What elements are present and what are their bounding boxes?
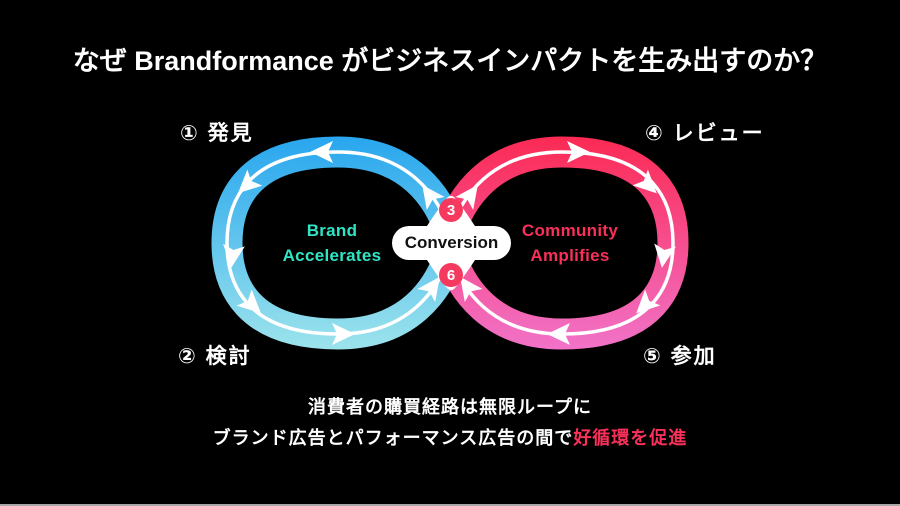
brand-loop-label: Brand Accelerates bbox=[242, 218, 422, 268]
conversion-badge-shape bbox=[392, 195, 511, 291]
footer-line1: 消費者の購買経路は無限ループに bbox=[308, 397, 592, 417]
brand-loop-label-line2: Accelerates bbox=[282, 246, 382, 265]
community-loop-label-line1: Community bbox=[521, 221, 619, 240]
footer-line2: ブランド広告とパフォーマンス広告の間で好循環を促進 bbox=[0, 423, 900, 454]
step-label-discovery: ① 発見 bbox=[180, 122, 254, 145]
step-label-participation: ⑤ 参加 bbox=[643, 345, 717, 368]
step-label-review: ④ レビュー bbox=[645, 122, 765, 145]
conversion-label: Conversion bbox=[404, 233, 499, 252]
brand-loop-label-line1: Brand bbox=[306, 221, 358, 240]
step-number-badge-3: 3 bbox=[439, 198, 463, 222]
footer-line2-highlight: 好循環を促進 bbox=[573, 428, 688, 448]
step-label-consideration: ② 検討 bbox=[178, 345, 252, 368]
bottom-edge-line bbox=[0, 504, 900, 506]
community-loop-label-line2: Amplifies bbox=[530, 246, 610, 265]
community-loop-flow-line bbox=[446, 150, 675, 336]
footer-text: 消費者の購買経路は無限ループに ブランド広告とパフォーマンス広告の間で好循環を促… bbox=[0, 392, 900, 454]
community-loop-label: Community Amplifies bbox=[480, 218, 660, 268]
step-number-badge-6: 6 bbox=[439, 263, 463, 287]
slide-title: なぜ Brandformance がビジネスインパクトを生み出すのか？ bbox=[72, 46, 828, 76]
brand-loop-flow-line bbox=[225, 150, 454, 336]
footer-line2-prefix: ブランド広告とパフォーマンス広告の間で bbox=[212, 428, 574, 448]
